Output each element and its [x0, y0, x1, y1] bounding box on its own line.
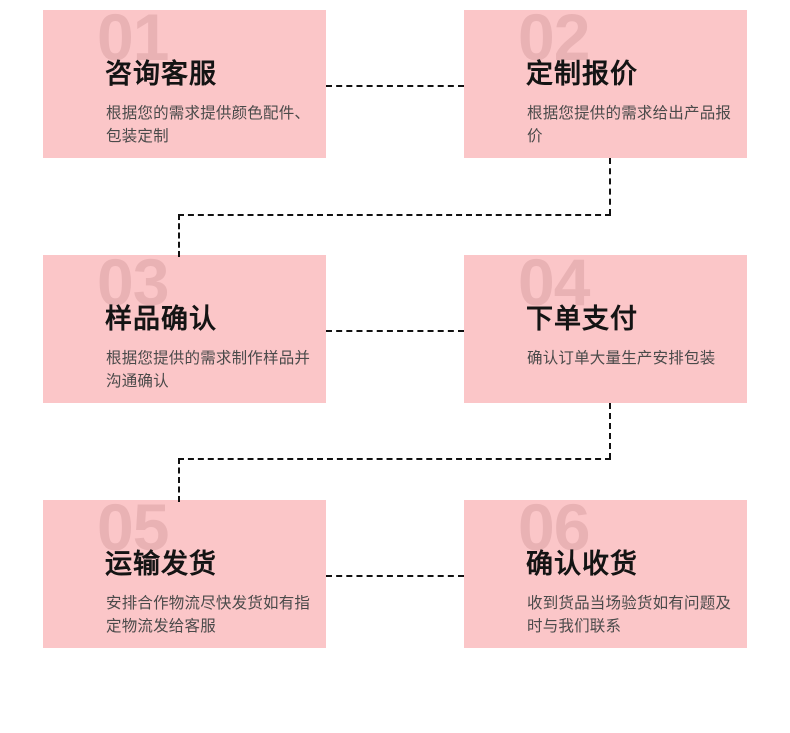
step-description-02: 根据您提供的需求给出产品报价: [527, 105, 732, 146]
step-title-01: 咨询客服: [105, 59, 217, 89]
step-box-04[interactable]: 04 下单支付 确认订单大量生产安排包装: [464, 249, 747, 403]
step-number-03: 03: [97, 245, 169, 319]
step-box-06[interactable]: 06 确认收货 收到货品当场验货如有问题及时与我们联系: [464, 494, 747, 648]
step-number-04: 04: [518, 245, 590, 319]
step-title-02: 定制报价: [526, 59, 638, 89]
step-number-06: 06: [518, 490, 590, 564]
step-box-03[interactable]: 03 样品确认 根据您提供的需求制作样品并沟通确认: [43, 249, 326, 403]
step-description-04: 确认订单大量生产安排包装: [527, 350, 716, 367]
step-description-05: 安排合作物流尽快发货如有指定物流发给客服: [106, 595, 311, 636]
step-box-02[interactable]: 02 定制报价 根据您提供的需求给出产品报价: [464, 4, 747, 158]
step-box-05[interactable]: 05 运输发货 安排合作物流尽快发货如有指定物流发给客服: [43, 494, 326, 648]
step-number-05: 05: [97, 490, 169, 564]
step-description-01: 根据您的需求提供颜色配件、包装定制: [106, 105, 311, 146]
connector-2-3-vertical-down-segment: [609, 158, 611, 215]
connector-4-5-vertical-down-segment: [609, 403, 611, 459]
step-box-01[interactable]: 01 咨询客服 根据您的需求提供颜色配件、包装定制: [43, 4, 326, 158]
step-title-06: 确认收货: [526, 549, 638, 579]
connector-5-6-horizontal-segment: [326, 575, 464, 577]
connector-1-2-horizontal-segment: [326, 85, 464, 87]
connector-3-4-horizontal-segment: [326, 330, 464, 332]
step-number-02: 02: [518, 0, 590, 74]
step-title-04: 下单支付: [526, 304, 638, 334]
step-number-01: 01: [97, 0, 169, 74]
step-description-06: 收到货品当场验货如有问题及时与我们联系: [527, 595, 732, 636]
step-description-03: 根据您提供的需求制作样品并沟通确认: [106, 350, 311, 391]
connector-4-5-horizontal-segment: [178, 458, 611, 460]
connector-2-3-vertical-into-step-3-segment: [178, 214, 180, 257]
connector-2-3-horizontal-segment: [178, 214, 611, 216]
step-title-03: 样品确认: [105, 304, 217, 334]
step-title-05: 运输发货: [105, 549, 217, 579]
connector-4-5-vertical-into-step-5-segment: [178, 458, 180, 502]
